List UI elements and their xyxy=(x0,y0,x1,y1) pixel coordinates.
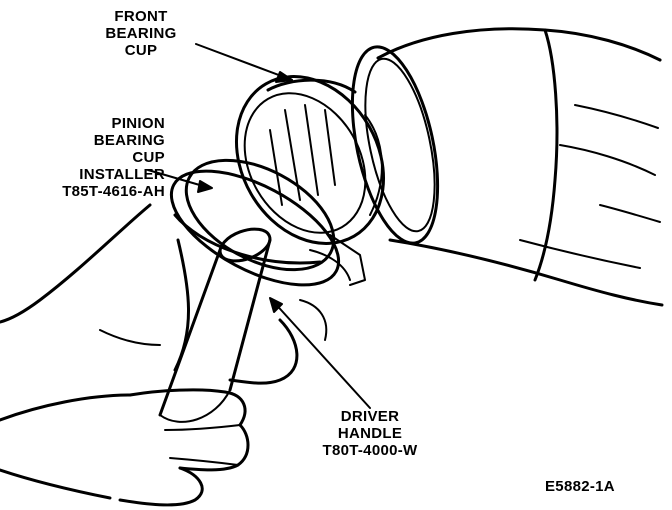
label-line: CUP xyxy=(124,42,158,59)
arrowhead-pinion-installer xyxy=(197,180,213,193)
label-line: BEARING xyxy=(105,25,177,42)
label-front-bearing-cup: FRONT BEARING CUP xyxy=(86,8,196,59)
label-line: BEARING xyxy=(93,132,165,149)
label-line: T85T-4616-AH xyxy=(62,183,165,200)
label-line: DRIVER xyxy=(340,408,400,425)
pinion-bearing-cup-installer xyxy=(169,158,366,287)
label-line: FRONT xyxy=(114,8,168,25)
label-driver-handle: DRIVER HANDLE T80T-4000-W xyxy=(300,408,440,459)
label-line: HANDLE xyxy=(337,425,403,442)
arrowhead-front-bearing-cup xyxy=(275,71,293,83)
front-bearing-cup xyxy=(234,75,386,245)
label-line: PINION xyxy=(111,115,165,132)
label-line: INSTALLER xyxy=(79,166,165,183)
label-line: T80T-4000-W xyxy=(322,442,418,459)
leader-front-bearing-cup xyxy=(195,43,293,81)
figure-id: E5882-1A xyxy=(545,478,615,495)
arrowhead-driver-handle xyxy=(269,297,283,313)
leader-lines xyxy=(147,43,371,409)
hand xyxy=(0,203,328,507)
driver-handle xyxy=(158,227,272,423)
label-pinion-bearing-cup-installer: PINION BEARING CUP INSTALLER T85T-4616-A… xyxy=(10,115,165,200)
differential-housing xyxy=(350,27,664,307)
label-line: CUP xyxy=(132,149,165,166)
leader-driver-handle xyxy=(271,299,371,409)
